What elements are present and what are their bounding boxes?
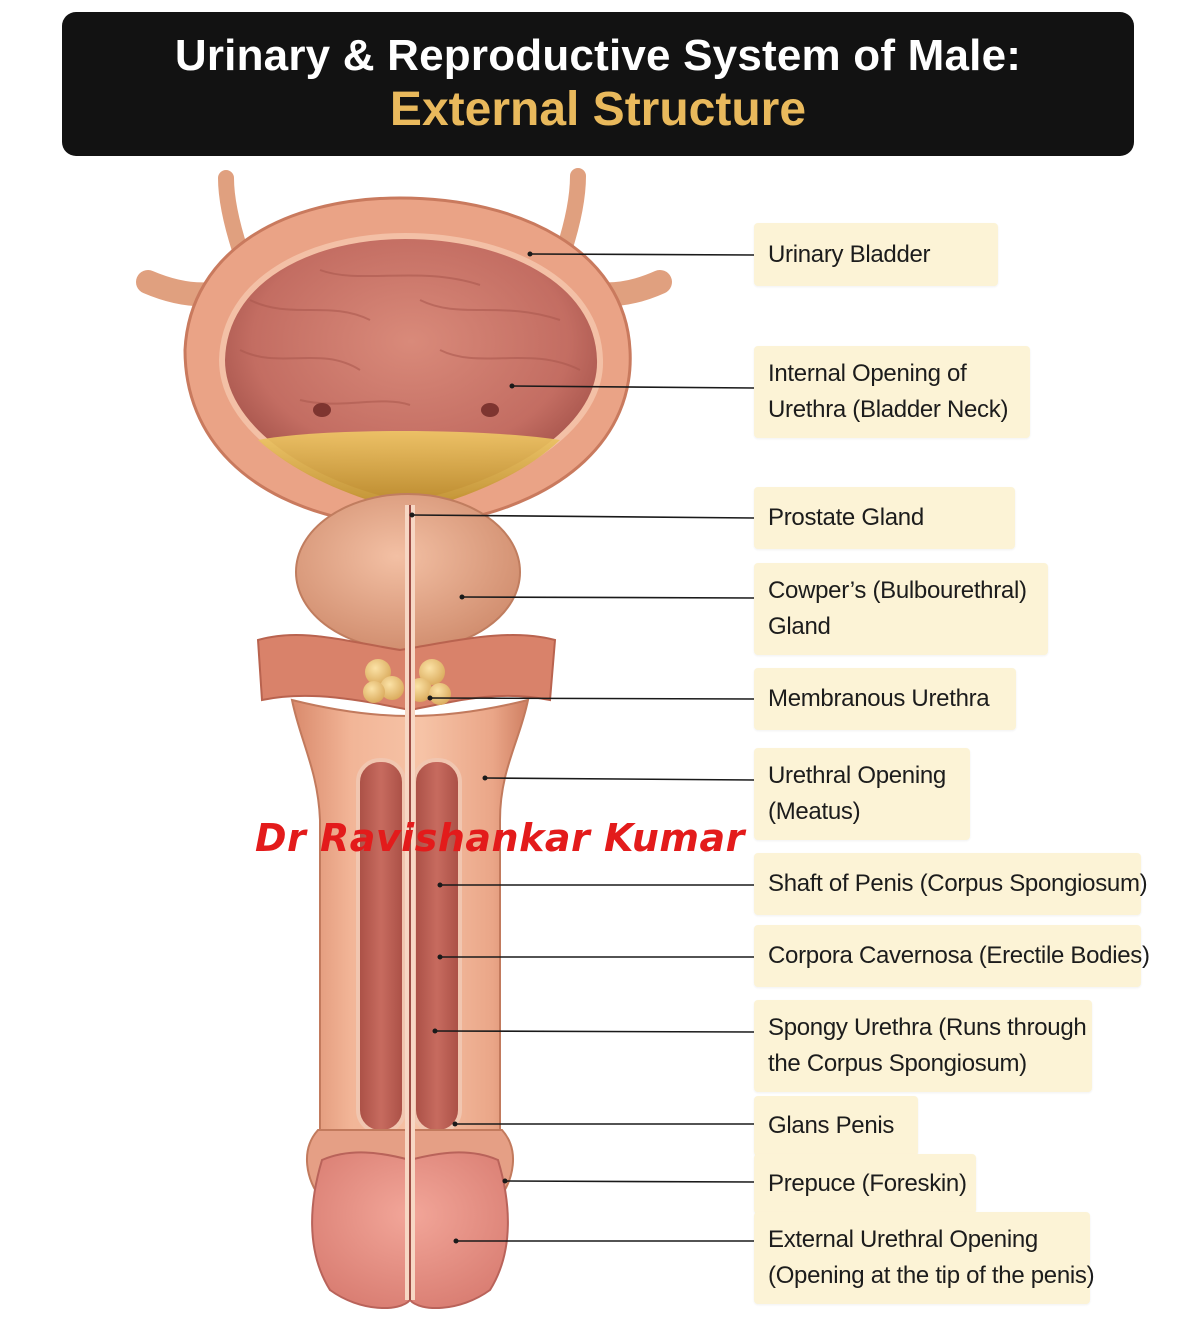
leader-line-4 (461, 596, 755, 599)
title-subtitle: External Structure (389, 83, 807, 136)
label-text: Prostate Gland (768, 504, 924, 531)
label-internal-opening-urethra: Internal Opening of Urethra (Bladder Nec… (754, 346, 1030, 438)
label-urethral-opening-meatus: Urethral Opening (Meatus) (754, 748, 970, 840)
leader-anchor-6 (482, 775, 488, 781)
label-text: (Opening at the tip of the penis) (768, 1262, 1095, 1289)
label-prepuce: Prepuce (Foreskin) (754, 1154, 976, 1214)
label-membranous-urethra: Membranous Urethra (754, 668, 1016, 730)
leader-line-5 (429, 697, 755, 700)
leader-anchor-3 (409, 512, 415, 518)
bladder-rugae (239, 269, 581, 406)
leader-line-6 (484, 777, 755, 781)
label-spongy-urethra: Spongy Urethra (Runs through the Corpus … (754, 1000, 1092, 1092)
label-corpora-cavernosa: Corpora Cavernosa (Erectile Bodies) (754, 925, 1150, 987)
label-text: Spongy Urethra (Runs through (768, 1014, 1087, 1041)
leader-line-1 (529, 253, 755, 256)
ureteral-orifice-left (313, 403, 331, 417)
label-text: External Urethral Opening (768, 1226, 1038, 1253)
label-text: Shaft of Penis (Corpus Spongiosum) (768, 870, 1148, 897)
label-text: Cowper’s (Bulbourethral) (768, 577, 1027, 604)
leader-anchor-11 (502, 1178, 508, 1184)
label-text: Gland (768, 613, 831, 640)
label-text: Urethral Opening (768, 762, 946, 789)
label-text: Urinary Bladder (768, 240, 931, 268)
leader-anchor-8 (437, 954, 443, 960)
leader-anchor-2 (509, 383, 515, 389)
label-cowpers-gland: Cowper’s (Bulbourethral) Gland (754, 563, 1048, 655)
leader-lines (409, 251, 755, 1244)
leader-anchor-1 (527, 251, 533, 257)
leader-anchor-5 (427, 695, 433, 701)
leader-line-11 (504, 1180, 755, 1183)
label-prostate-gland: Prostate Gland (754, 487, 1015, 549)
label-urinary-bladder: Urinary Bladder (754, 223, 998, 286)
leader-anchor-10 (452, 1121, 458, 1127)
urine-pool (258, 431, 560, 512)
label-text: Urethra (Bladder Neck) (768, 396, 1009, 423)
label-text: Corpora Cavernosa (Erectile Bodies) (768, 942, 1150, 969)
leader-anchor-7 (437, 882, 443, 888)
label-external-urethral-opening: External Urethral Opening (Opening at th… (754, 1212, 1095, 1304)
leader-line-2 (511, 385, 755, 389)
leader-anchor-12 (453, 1238, 459, 1244)
label-text: Membranous Urethra (768, 685, 990, 712)
label-shaft-of-penis: Shaft of Penis (Corpus Spongiosum) (754, 853, 1148, 915)
label-text: the Corpus Spongiosum) (768, 1050, 1027, 1077)
author-watermark: Dr Ravishankar Kumar (255, 816, 745, 860)
title-main: Urinary & Reproductive System of Male: (174, 31, 1022, 80)
leader-anchor-4 (459, 594, 465, 600)
label-text: (Meatus) (768, 798, 861, 825)
label-text: Glans Penis (768, 1112, 895, 1139)
ureteral-orifice-right (481, 403, 499, 417)
title-banner: Urinary & Reproductive System of Male: E… (62, 12, 1134, 156)
leader-anchor-9 (432, 1028, 438, 1034)
label-text: Internal Opening of (768, 360, 967, 387)
label-glans-penis: Glans Penis (754, 1096, 918, 1156)
label-text: Prepuce (Foreskin) (768, 1170, 967, 1197)
leader-line-3 (411, 514, 755, 519)
leader-line-9 (434, 1030, 755, 1033)
